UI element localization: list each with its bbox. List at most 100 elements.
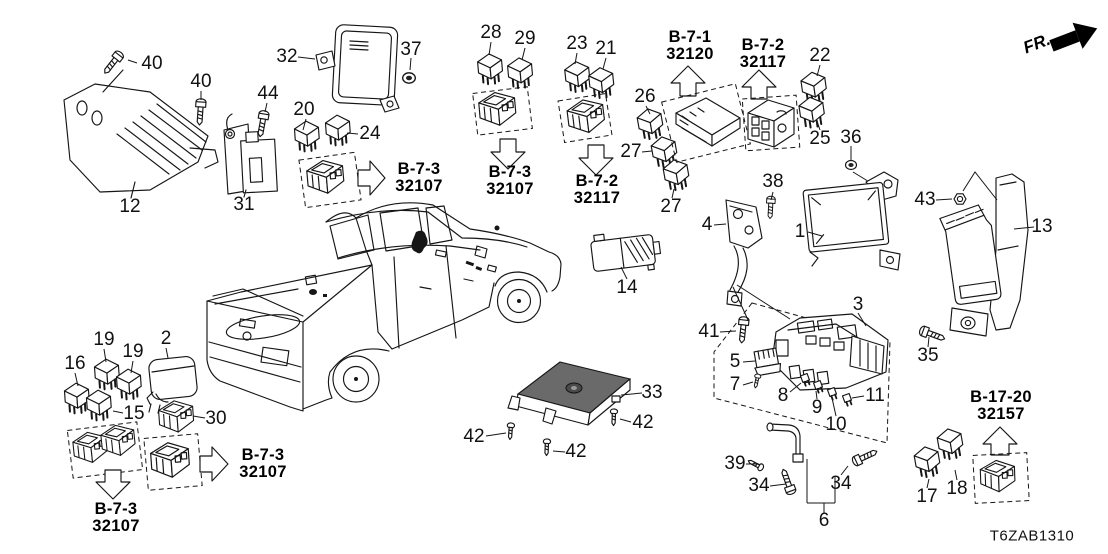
- part-1-unit-art: [802, 171, 901, 271]
- callout-8-30: 8: [777, 385, 789, 406]
- bolt-41-icon: [736, 315, 750, 344]
- truck-line-art: [206, 202, 562, 412]
- callout-9-31: 9: [811, 397, 823, 418]
- callout-30-49: 30: [205, 408, 227, 429]
- relay-26-icon: [635, 105, 666, 142]
- relay-block-art: [747, 99, 795, 148]
- part-13-unit-art: [939, 171, 1029, 337]
- screw-38-icon: [765, 195, 776, 220]
- callout-1-21: 1: [794, 221, 806, 242]
- callout-19-45: 19: [93, 329, 115, 350]
- callout-39-34: 39: [724, 453, 746, 474]
- callout-13-23: 13: [1031, 216, 1053, 237]
- flat-module-art: [675, 97, 741, 147]
- relay-27-icon: [661, 156, 692, 193]
- callout-2-47: 2: [160, 328, 172, 349]
- connector-icon: [565, 97, 607, 136]
- callout-29-10: 29: [514, 28, 536, 49]
- callout-31-8: 31: [233, 194, 255, 215]
- part-12-unit-art: [63, 69, 219, 199]
- relay-23-icon: [563, 59, 593, 94]
- ref-label-B-7-3-32107-1: B-7-3 32107: [486, 162, 534, 198]
- part-5-connector-art: [753, 347, 782, 377]
- dashed-group-box: [557, 92, 613, 144]
- dashed-group-box: [472, 86, 533, 136]
- callout-42-38: 42: [463, 426, 485, 447]
- ref-label-B-17-20-32157-5: B-17-20 32157: [970, 387, 1032, 423]
- up-block-arrow: [670, 65, 706, 97]
- callout-5-28: 5: [729, 351, 741, 372]
- screw-39-icon: [746, 456, 766, 473]
- dashed-group-box: [741, 94, 801, 152]
- bolt-34-icon: [850, 446, 880, 468]
- nut-43-icon: [953, 193, 967, 205]
- relay-28-icon: [476, 51, 505, 86]
- relay-19-icon: [115, 367, 144, 401]
- callout-10-32: 10: [825, 414, 847, 435]
- relay-15-icon: [85, 388, 114, 422]
- callout-15-48: 15: [123, 403, 145, 424]
- callout-38-19: 38: [762, 171, 784, 192]
- callout-11-33: 11: [865, 385, 885, 406]
- part-33-module-art: [507, 361, 632, 426]
- callout-28-9: 28: [480, 22, 502, 43]
- relay-19-icon: [93, 357, 122, 391]
- callout-7-29: 7: [729, 374, 741, 395]
- ref-label-B-7-2-32117-2: B-7-2 32117: [573, 171, 621, 207]
- ref-label-B-7-3-32107-7: B-7-3 32107: [92, 499, 140, 535]
- callout-20-5: 20: [293, 99, 315, 120]
- callout-41-27: 41: [698, 321, 720, 342]
- relay-20-icon: [293, 119, 322, 153]
- up-block-arrow: [741, 69, 777, 100]
- callout-25-17: 25: [809, 128, 831, 149]
- ref-label-B-7-3-32107-6: B-7-3 32107: [239, 445, 287, 481]
- dashed-group-box: [972, 452, 1030, 504]
- relay-24-icon: [324, 113, 353, 147]
- callout-36-18: 36: [840, 127, 862, 148]
- callout-40-1: 40: [190, 71, 212, 92]
- connector-icon: [477, 90, 518, 128]
- callout-43-22: 43: [914, 189, 936, 210]
- callout-14-25: 14: [616, 277, 638, 298]
- callout-4-20: 4: [701, 214, 713, 235]
- part-31-unit-art: [223, 113, 278, 198]
- callout-23-11: 23: [566, 33, 588, 54]
- relay-17-icon: [912, 443, 943, 480]
- callout-21-12: 21: [595, 38, 617, 59]
- relay-29-icon: [506, 55, 535, 90]
- screw-42-icon: [505, 422, 516, 441]
- callout-19-46: 19: [122, 341, 144, 362]
- part-14-unit-art: [590, 233, 662, 272]
- up-block-arrow: [982, 426, 1018, 456]
- relay-25-icon: [797, 94, 827, 130]
- callout-12-7: 12: [119, 196, 141, 217]
- assembly-line: [732, 284, 791, 321]
- right-block-arrow: [357, 160, 386, 196]
- callout-6-37: 6: [818, 510, 830, 531]
- callout-34-35: 34: [748, 475, 770, 496]
- fuse-11-icon: [841, 392, 854, 408]
- part-32-unit-art: [297, 24, 412, 113]
- callout-17-42: 17: [916, 486, 938, 507]
- down-block-arrow: [578, 144, 614, 176]
- callout-18-43: 18: [946, 478, 968, 499]
- bolt-35-icon: [917, 324, 947, 345]
- callout-22-16: 22: [809, 45, 831, 66]
- callout-24-6: 24: [359, 123, 381, 144]
- connector-30-icon: [157, 399, 195, 434]
- diagram-code: T6ZAB1310: [989, 527, 1075, 545]
- callout-27-15: 27: [660, 196, 682, 217]
- callout-26-13: 26: [634, 86, 656, 107]
- down-block-arrow: [95, 469, 131, 500]
- fuse-10-icon: [826, 386, 839, 402]
- callout-33-41: 33: [641, 382, 663, 403]
- callout-42-39: 42: [565, 441, 587, 462]
- leader-lines: [74, 41, 1035, 513]
- bolt-40-icon: [193, 97, 207, 126]
- callout-3-26: 3: [852, 294, 864, 315]
- bolt-34-icon: [777, 467, 798, 497]
- callout-27-14: 27: [620, 141, 642, 162]
- relay-18-icon: [935, 425, 966, 462]
- ref-label-B-7-1-32120-3: B-7-1 32120: [666, 27, 714, 63]
